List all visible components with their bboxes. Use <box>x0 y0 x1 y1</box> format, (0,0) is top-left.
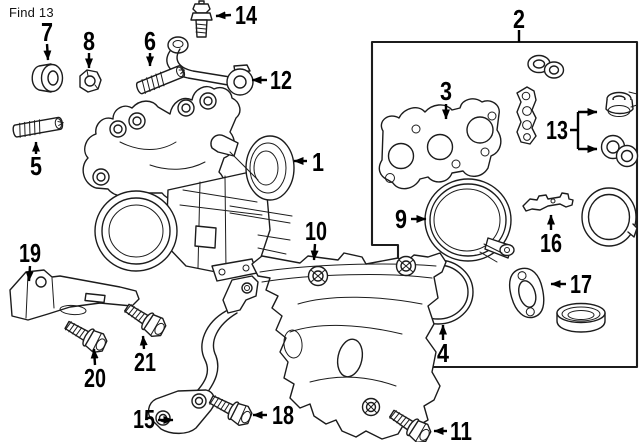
callout-4[interactable]: 4 <box>437 324 449 368</box>
callout-7-arrow <box>43 43 52 61</box>
callout-8-label: 8 <box>83 26 95 56</box>
stud-6-drawing <box>134 62 188 97</box>
grommet-upper-drawing <box>605 91 638 117</box>
vband-clamp-drawing <box>424 178 515 263</box>
callout-14-label: 14 <box>235 0 257 30</box>
turbocharger-drawing <box>82 85 295 282</box>
gasket-strip-drawing <box>516 86 537 145</box>
callout-9[interactable]: 9 <box>395 204 427 234</box>
fitting-drawing <box>190 0 213 38</box>
callout-15-label: 15 <box>133 404 155 434</box>
callout-20-arrow <box>90 348 99 366</box>
callout-21[interactable]: 21 <box>134 335 156 377</box>
callout-7-label: 7 <box>41 17 53 47</box>
callout-20[interactable]: 20 <box>84 348 106 393</box>
callout-10-label: 10 <box>305 216 327 246</box>
callout-10[interactable]: 10 <box>305 216 327 261</box>
callout-1[interactable]: 1 <box>293 147 324 177</box>
callout-12-label: 12 <box>270 65 292 95</box>
seal-cap-drawing <box>556 302 606 333</box>
callout-5[interactable]: 5 <box>30 141 42 181</box>
callout-2-label: 2 <box>513 4 525 34</box>
callout-19-label: 19 <box>19 238 41 268</box>
callout-16[interactable]: 16 <box>540 214 562 258</box>
callout-19[interactable]: 19 <box>19 238 41 282</box>
callout-2[interactable]: 2 <box>513 4 525 42</box>
callout-14-arrow <box>215 11 232 20</box>
nut-8-drawing <box>79 69 102 93</box>
callout-17-label: 17 <box>570 269 592 299</box>
washer-pair-drawing <box>527 54 565 79</box>
callout-13-label: 13 <box>546 115 568 145</box>
callout-6-label: 6 <box>144 26 156 56</box>
callout-10-arrow <box>310 243 319 261</box>
callout-12[interactable]: 12 <box>251 65 292 95</box>
callout-1-label: 1 <box>312 147 324 177</box>
callout-3-label: 3 <box>440 76 452 106</box>
bolt-21-drawing <box>120 298 170 341</box>
callout-8[interactable]: 8 <box>83 26 95 69</box>
callout-21-label: 21 <box>134 347 156 377</box>
callout-13-bracket <box>570 112 580 149</box>
callout-11[interactable]: 11 <box>433 416 472 442</box>
find-label: Find 13 <box>9 5 54 20</box>
callout-13[interactable]: 13 <box>546 108 598 153</box>
callout-15[interactable]: 15 <box>133 404 174 434</box>
oil-pipe-drawing <box>166 36 254 96</box>
stud-5-drawing <box>11 115 66 140</box>
callout-16-label: 16 <box>540 228 562 258</box>
callout-21-arrow <box>139 335 148 350</box>
clip-bracket-drawing <box>522 192 574 212</box>
grommet-lower-drawing <box>600 134 639 168</box>
callout-3[interactable]: 3 <box>440 76 452 120</box>
callout-7[interactable]: 7 <box>41 17 53 61</box>
callout-6[interactable]: 6 <box>144 26 156 67</box>
bolt-20-drawing <box>61 315 111 357</box>
outlet-gasket-drawing <box>509 267 545 319</box>
seal-ring-drawing <box>581 187 638 247</box>
bolt-18-drawing <box>205 389 256 430</box>
callout-14[interactable]: 14 <box>215 0 257 30</box>
callout-9-label: 9 <box>395 204 407 234</box>
callout-4-label: 4 <box>437 338 449 368</box>
callout-11-label: 11 <box>450 416 472 442</box>
manifold-gasket-drawing <box>378 98 502 190</box>
stay-bracket-drawing <box>9 269 140 321</box>
callout-17[interactable]: 17 <box>550 269 592 299</box>
heat-shield-drawing <box>251 252 447 440</box>
callout-20-label: 20 <box>84 363 106 393</box>
callout-18[interactable]: 18 <box>252 400 294 430</box>
callout-18-label: 18 <box>272 400 294 430</box>
callout-5-label: 5 <box>30 151 42 181</box>
bushing-7-drawing <box>31 63 64 93</box>
callout-19-arrow <box>25 265 34 282</box>
